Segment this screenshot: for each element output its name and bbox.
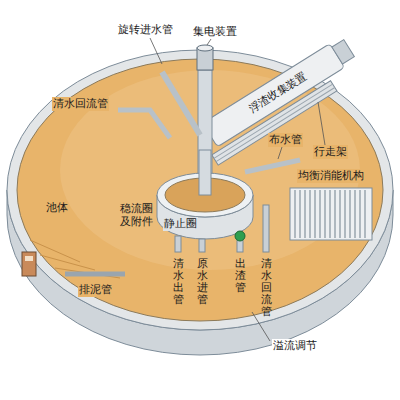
part-label: 排泥管 (78, 283, 113, 296)
part-label: 行走架 (313, 145, 348, 158)
part-label: 旋转进水管 (117, 23, 174, 36)
pipe-label: 原水进管 (196, 258, 209, 306)
pipe-label: 出渣管 (234, 258, 247, 294)
pipe-label: 清水回流管 (260, 258, 273, 318)
part-label: 稳流圈 及附件 (117, 202, 156, 228)
part-label: 集电装置 (192, 25, 238, 38)
part-label: 静止圈 (163, 217, 198, 230)
pipe-label: 清水出管 (172, 258, 185, 306)
part-label: 布水管 (268, 133, 303, 146)
part-label: 清水回流管 (52, 97, 109, 110)
part-label: 池体 (45, 201, 69, 214)
part-label: 溢流调节 (272, 339, 318, 352)
part-label: 均衡消能机构 (297, 169, 365, 182)
